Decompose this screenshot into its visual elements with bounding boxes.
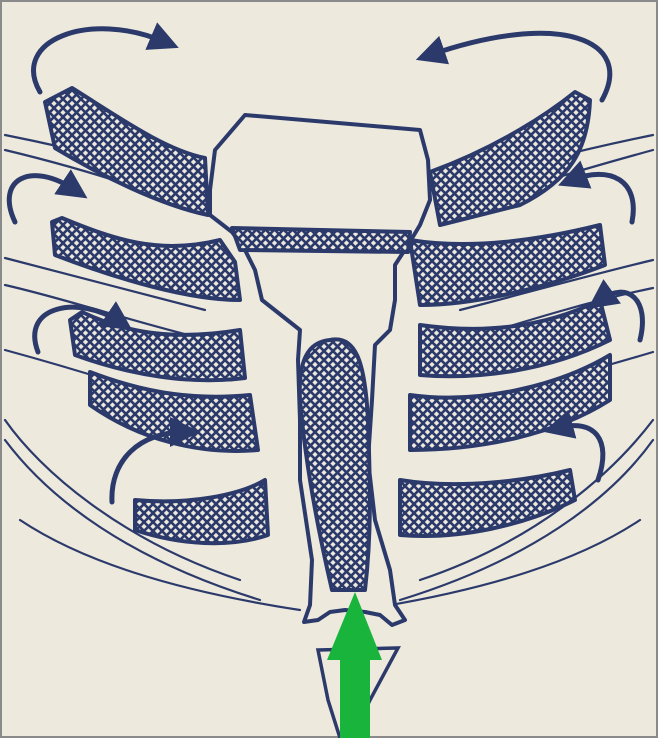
costal-bar-upper (232, 228, 410, 252)
